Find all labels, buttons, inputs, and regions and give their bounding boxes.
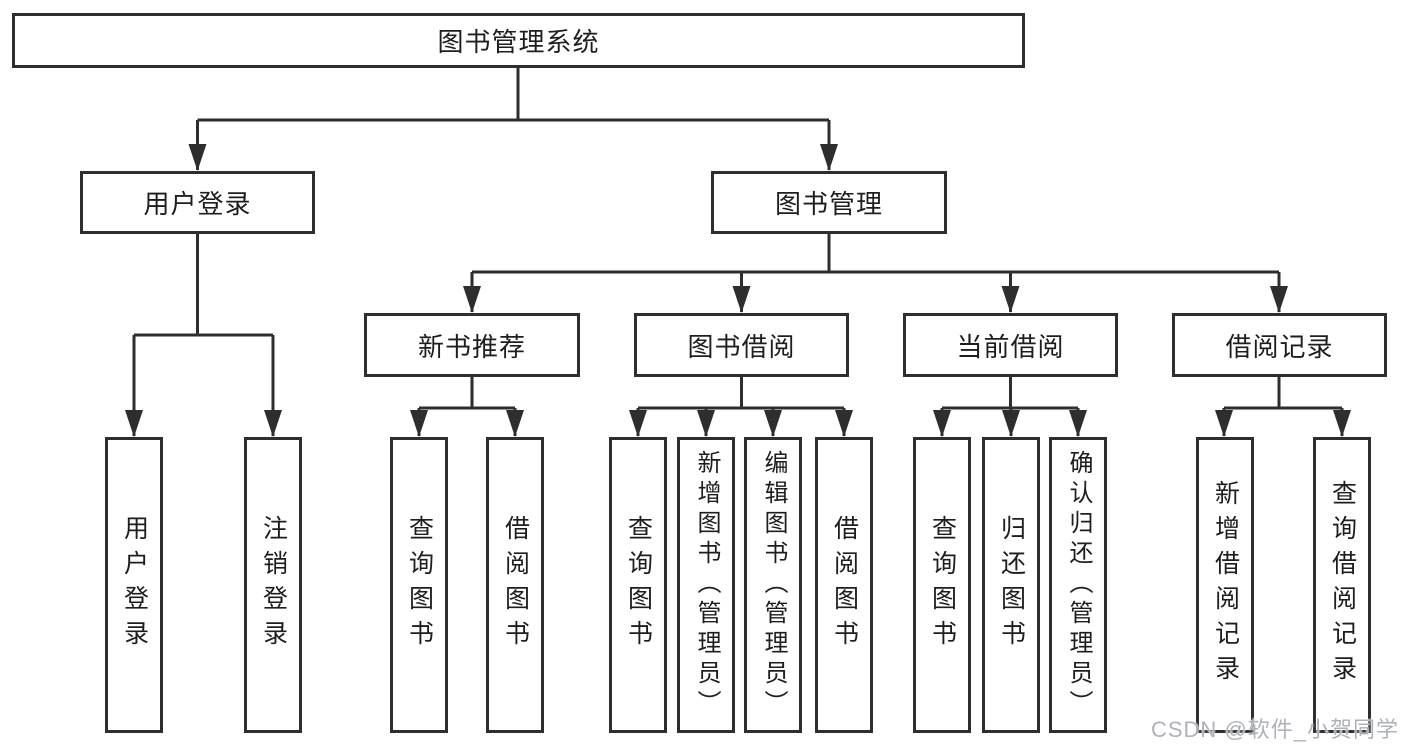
- arrow-head: [1270, 286, 1288, 313]
- leaf-query-borrow-record: 查询借阅记录: [1313, 437, 1371, 733]
- arrow-head: [820, 144, 838, 171]
- leaf-add-book-admin: 新增图书（管理员）: [677, 437, 735, 733]
- watermark: CSDN @软件_小贺同学: [1150, 717, 1399, 742]
- arrow-heads: [125, 144, 1351, 437]
- node-new-book-rec: 新书推荐: [364, 313, 580, 377]
- connector-root-split: [196, 68, 831, 170]
- connector-borrow-record-split: [1222, 377, 1344, 436]
- node-user-login: 用户登录: [80, 171, 315, 234]
- arrow-head: [835, 410, 853, 437]
- arrow-head: [463, 286, 481, 313]
- leaf-query-book-1: 查询图书: [390, 437, 448, 733]
- node-label: 借阅图书: [830, 515, 859, 655]
- arrow-head: [629, 410, 647, 437]
- node-label: 编辑图书（管理员）: [760, 450, 787, 720]
- leaf-query-book-3: 查询图书: [913, 437, 971, 733]
- connector-book-mgmt-split: [470, 234, 1281, 312]
- node-root: 图书管理系统: [12, 13, 1025, 68]
- leaf-return-book: 归还图书: [982, 437, 1040, 733]
- node-label: 查询借阅记录: [1328, 480, 1357, 690]
- node-label: 查询图书: [928, 515, 957, 655]
- leaf-user-login: 用户登录: [105, 437, 163, 733]
- arrow-head: [732, 286, 751, 313]
- leaf-query-book-2: 查询图书: [609, 437, 667, 733]
- leaf-confirm-return-admin: 确认归还（管理员）: [1049, 437, 1107, 733]
- node-book-mgmt: 图书管理: [711, 171, 947, 234]
- arrow-head: [188, 144, 207, 171]
- arrow-head: [1333, 410, 1351, 437]
- node-borrow-record: 借阅记录: [1172, 313, 1387, 377]
- arrow-head: [264, 410, 282, 437]
- arrow-head: [1002, 410, 1020, 437]
- leaf-borrow-book-1: 借阅图书: [486, 437, 544, 733]
- node-current-borrow: 当前借阅: [903, 313, 1118, 377]
- node-label: 用户登录: [120, 515, 149, 655]
- node-label: 查询图书: [405, 515, 434, 655]
- arrow-head: [1001, 286, 1020, 313]
- node-label: 查询图书: [624, 515, 653, 655]
- arrow-head: [125, 410, 143, 437]
- arrow-head: [933, 410, 951, 437]
- node-label: 归还图书: [997, 515, 1026, 655]
- leaf-borrow-book-2: 借阅图书: [815, 437, 873, 733]
- node-label: 确认归还（管理员）: [1065, 450, 1092, 720]
- connector-user-login-split: [132, 234, 275, 436]
- node-book-borrow: 图书借阅: [634, 313, 849, 377]
- connector-new-book-split: [417, 377, 517, 436]
- node-label: 借阅图书: [501, 515, 530, 655]
- connector-book-borrow-split: [636, 377, 846, 436]
- arrow-head: [764, 410, 782, 437]
- arrow-head: [410, 410, 428, 437]
- node-label: 注销登录: [259, 515, 288, 655]
- node-label: 新增借阅记录: [1211, 480, 1240, 690]
- arrow-head: [1069, 410, 1087, 437]
- node-label: 新增图书（管理员）: [693, 450, 720, 720]
- leaf-logout: 注销登录: [244, 437, 302, 733]
- leaf-edit-book-admin: 编辑图书（管理员）: [744, 437, 802, 733]
- connector-lines: [132, 68, 1344, 436]
- arrow-head: [1215, 410, 1233, 437]
- leaf-add-borrow-record: 新增借阅记录: [1196, 437, 1254, 733]
- arrow-head: [506, 410, 524, 437]
- arrow-head: [697, 410, 715, 437]
